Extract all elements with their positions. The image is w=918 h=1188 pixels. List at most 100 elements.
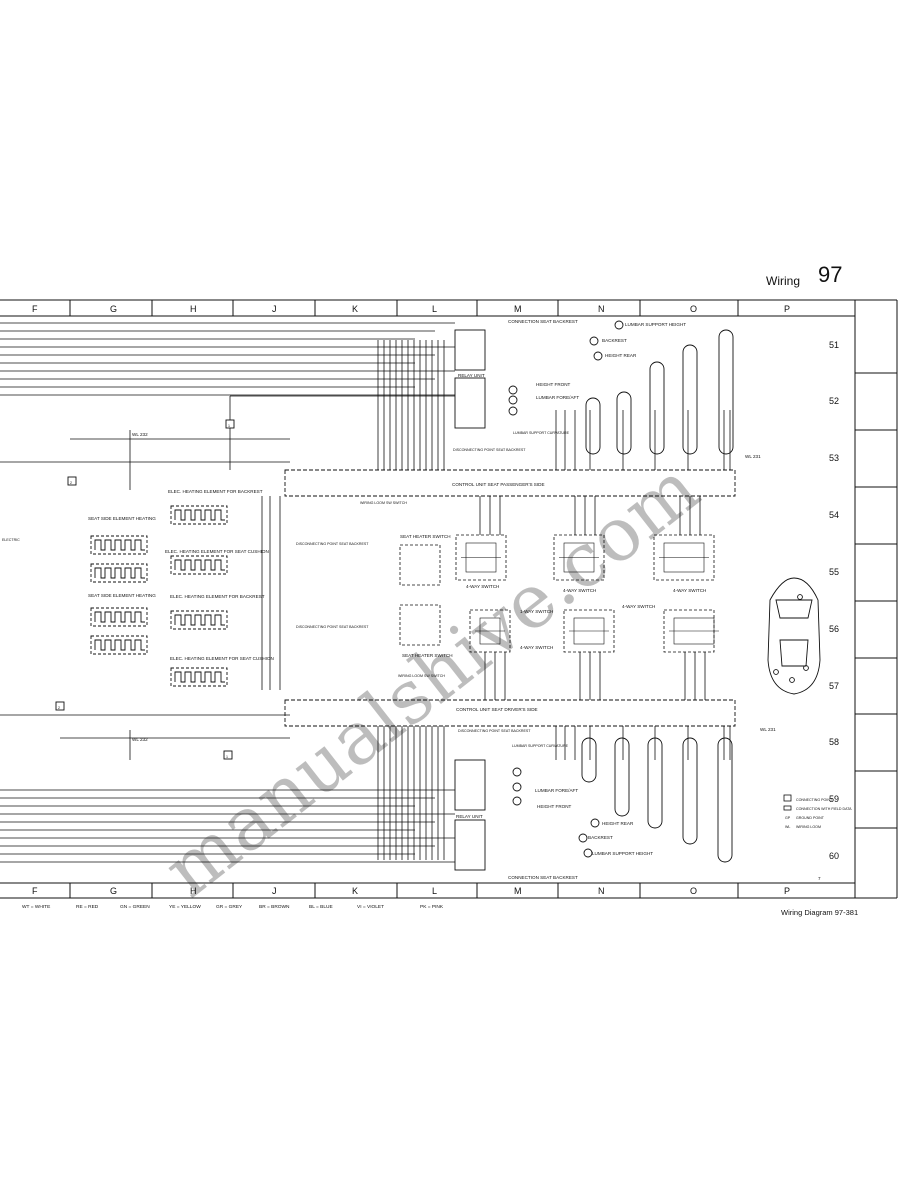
heating-elements (90, 505, 228, 687)
page-number: 97 (818, 262, 843, 287)
row-label-51: 51 (829, 340, 839, 350)
legend-grey: GR = GREY (216, 904, 243, 910)
diagram-frame (0, 299, 898, 899)
wiring-loom-switch-bottom: WIRING LOOM SW SWITCH (398, 674, 445, 678)
row-label-58: 58 (829, 737, 839, 747)
col-label-bottom-h: H (190, 886, 197, 896)
connecting-points (55, 419, 235, 760)
four-way-switch-4-label: 4-WAY SWITCH (622, 604, 655, 609)
four-way-switch-5-label: 4-WAY SWITCH (520, 645, 553, 650)
legend-connection-field-data: CONNECTION WITH FIELD DATA (796, 807, 852, 811)
col-label-bottom-l: L (432, 886, 437, 896)
height-rear-top-label: HEIGHT REAR (605, 353, 637, 358)
connection-seat-backrest-bottom: CONNECTION SEAT BACKREST (508, 875, 578, 880)
connection-seat-backrest-top: CONNECTION SEAT BACKREST (508, 319, 578, 324)
seat-motors (508, 320, 624, 858)
elec-heating-cushion-top-label: ELEC. HEATING ELEMENT FOR SEAT CUSHION (165, 549, 269, 554)
lumbar-curvature-bottom-label: LUMBAR SUPPORT CURVATURE (512, 744, 569, 748)
row-label-56: 56 (829, 624, 839, 634)
one-way-switch-label: 1-WAY SWITCH (520, 609, 553, 614)
heating-element (170, 667, 228, 687)
col-label-o: O (690, 304, 697, 314)
legend-violet: VI = VIOLET (357, 904, 384, 910)
col-label-bottom-j: J (272, 886, 277, 896)
relay-unit-top-label: RELAY UNIT (458, 373, 485, 378)
row-label-55: 55 (829, 567, 839, 577)
page-section-title: Wiring (766, 274, 801, 288)
legend-red: RE = RED (76, 904, 99, 910)
electric-label: ELECTRIC (2, 538, 20, 542)
col-label-bottom-g: G (110, 886, 117, 896)
col-label-bottom-o: O (690, 886, 697, 896)
watermark: manualshive.com (148, 445, 715, 914)
col-label-j: J (272, 304, 277, 314)
legend-yellow: YE = YELLOW (169, 904, 201, 910)
diagram-reference: Wiring Diagram 97-381 (781, 908, 859, 917)
disconnecting-point-top-label: DISCONNECTING POINT SEAT BACKREST (453, 448, 526, 452)
legend-connecting-point: CONNECTING POINT (796, 798, 833, 802)
legend-pink: PK = PINK (420, 904, 444, 910)
heating-element (94, 611, 145, 623)
col-label-n: N (598, 304, 605, 314)
heating-element (90, 607, 148, 627)
heating-element (90, 535, 148, 555)
row-label-53: 53 (829, 453, 839, 463)
sheet-number: 7 (818, 876, 821, 881)
connecting-point-2-bottom: 2 (58, 706, 60, 710)
control-unit-passenger-label: CONTROL UNIT SEAT PASSENGER'S SIDE (452, 482, 545, 487)
four-way-switch-3-label: 4-WAY SWITCH (673, 588, 706, 593)
wl-231-top-label: WL 231 (745, 454, 761, 459)
legend-green: GN = GREEN (120, 904, 150, 910)
heating-element (174, 614, 225, 626)
height-front-top-label: HEIGHT FRONT (536, 382, 571, 387)
heating-element (94, 639, 145, 651)
col-label-k: K (352, 304, 358, 314)
col-label-bottom-m: M (514, 886, 522, 896)
backrest-bottom-label: BACKREST (588, 835, 613, 840)
heating-element (170, 555, 228, 575)
row-labels: 51 52 53 54 55 56 57 58 59 60 (829, 340, 839, 861)
heating-element (94, 567, 145, 579)
column-dividers (69, 300, 739, 898)
disconnecting-point-heat-top: DISCONNECTING POINT SEAT BACKREST (296, 542, 369, 546)
heating-element (90, 563, 148, 583)
legend-symbols (783, 794, 792, 811)
legend-blue: BL = BLUE (309, 904, 333, 910)
height-front-bottom-label: HEIGHT FRONT (537, 804, 572, 809)
lumbar-support-height-top-label: LUMBAR SUPPORT HEIGHT (625, 322, 686, 327)
color-legend: WT = WHITE RE = RED GN = GREEN YE = YELL… (22, 904, 444, 910)
lumbar-curvature-top-label: LUMBAR SUPPORT CURVATURE (513, 431, 570, 435)
legend-gp-abbr: GP (785, 816, 791, 820)
col-label-bottom-f: F (32, 886, 38, 896)
connecting-point-1-bottom: 1 (226, 755, 228, 759)
elec-heating-cushion-bottom-label: ELEC. HEATING ELEMENT FOR SEAT CUSHION (170, 656, 274, 661)
legend-wl-abbr: WL (785, 825, 790, 829)
wl-232-top-label: WL 232 (132, 432, 148, 437)
heating-element (170, 505, 228, 525)
four-way-switch-1-label: 4-WAY SWITCH (466, 584, 499, 589)
wire-bundles (0, 322, 731, 863)
disconnecting-point-heat-bottom: DISCONNECTING POINT SEAT BACKREST (296, 625, 369, 629)
lumbar-fore-aft-bottom-label: LUMBAR FORE/AFT (535, 788, 578, 793)
col-label-p: P (784, 304, 790, 314)
row-label-57: 57 (829, 681, 839, 691)
row-label-54: 54 (829, 510, 839, 520)
col-label-l: L (432, 304, 437, 314)
motor-actuators (581, 329, 734, 863)
column-labels-top: F G H J K L M N O P (32, 304, 790, 314)
wiring-loom-switch-top: WIRING LOOM SW SWITCH (360, 501, 407, 505)
heating-element (174, 509, 225, 521)
relay-unit-top (454, 329, 486, 429)
col-label-bottom-k: K (352, 886, 358, 896)
seat-heater-switch-bottom-label: SEAT HEATER SWITCH (402, 653, 453, 658)
heating-element (170, 610, 228, 630)
row-dividers (855, 372, 897, 829)
switch-contacts (461, 542, 719, 645)
elec-heating-backrest-mid-label: ELEC. HEATING ELEMENT FOR BACKREST (170, 594, 265, 599)
legend-white: WT = WHITE (22, 904, 50, 910)
connecting-point-2-top: 2 (70, 481, 72, 485)
connecting-point-1-top: 1 (228, 424, 230, 428)
seat-heater-switch-top-label: SEAT HEATER SWITCH (400, 534, 451, 539)
heating-element (174, 671, 225, 683)
control-unit-passenger (284, 469, 736, 497)
